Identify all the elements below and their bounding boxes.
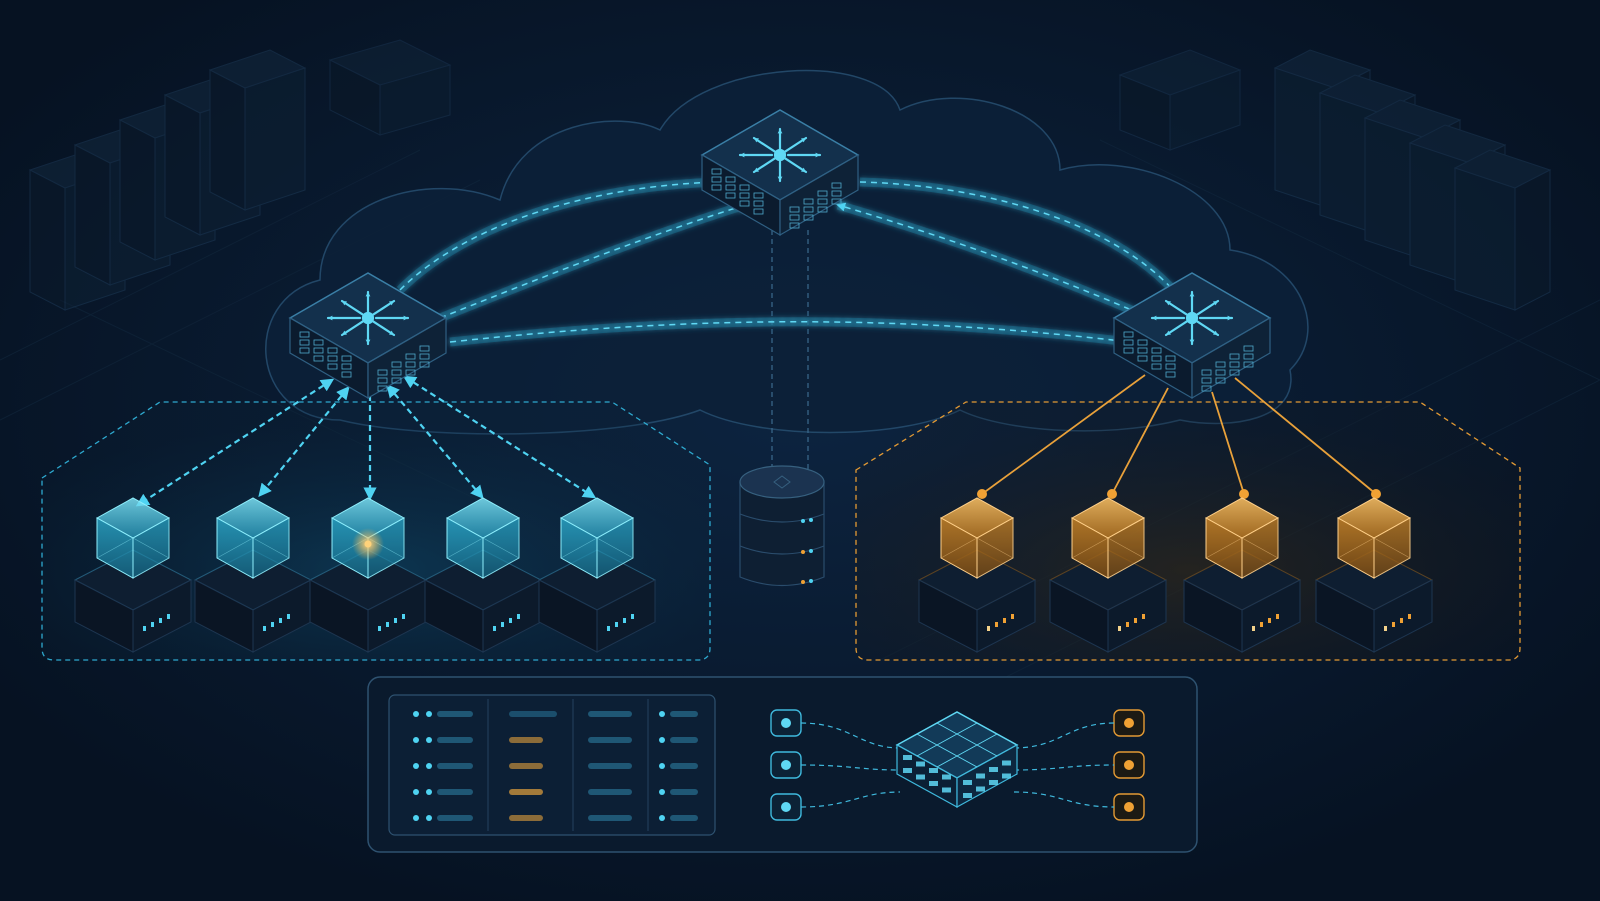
output-port-icon (1113, 751, 1145, 779)
edge-switch-left (288, 272, 448, 400)
cloud-shape (265, 69, 1309, 435)
status-table (388, 694, 716, 836)
edge-switch-right (1112, 272, 1272, 400)
core-links (396, 177, 1179, 347)
router-icon (326, 290, 410, 346)
server-node-icon (1314, 497, 1434, 653)
server-node-icon (917, 497, 1037, 653)
server-racks-right (1118, 49, 1552, 311)
right-cluster-link-dots (977, 489, 1381, 499)
core-to-database-lines (771, 230, 809, 470)
core-switch (700, 109, 860, 237)
database-icon (739, 465, 825, 587)
right-cluster-links (981, 374, 1377, 495)
server-node-icon (193, 497, 313, 653)
right-cluster-nodes (917, 497, 1434, 653)
table-row (413, 711, 698, 717)
server-node-icon (1182, 497, 1302, 653)
server-node-icon (423, 497, 543, 653)
table-row (413, 737, 698, 743)
network-switch-icon (895, 711, 1019, 809)
output-port-icon (1113, 793, 1145, 821)
port-link (1013, 722, 1115, 749)
server-node-icon (537, 497, 657, 653)
status-table-grid (487, 699, 649, 831)
input-port-icon (770, 751, 802, 779)
input-port-icon (770, 709, 802, 737)
port-link (800, 722, 901, 749)
switch-layer (288, 109, 1272, 400)
port-diagram (770, 709, 1145, 821)
router-icon (738, 127, 822, 183)
router-icon (1150, 290, 1234, 346)
port-link (1013, 764, 1115, 771)
output-port-icon (1113, 709, 1145, 737)
server-node-icon (73, 497, 193, 653)
server-racks-left (28, 39, 452, 311)
server-node-icon (1048, 497, 1168, 653)
table-row (413, 763, 698, 769)
left-cluster-links (135, 375, 597, 507)
port-link (1013, 791, 1115, 808)
status-table-rows (413, 711, 698, 821)
input-port-icon (770, 793, 802, 821)
table-row (413, 815, 698, 821)
left-cluster-nodes (73, 497, 657, 653)
table-row (413, 789, 698, 795)
